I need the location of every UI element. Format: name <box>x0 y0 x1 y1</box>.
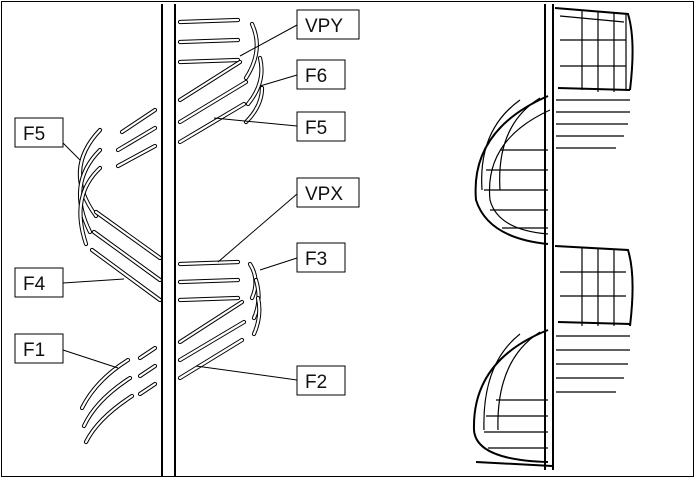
rail-segments-f4 <box>89 209 163 303</box>
rail-segments-f5-left-curve <box>77 127 103 247</box>
label-f5-right: F5 <box>296 111 346 142</box>
top-landing <box>554 7 634 92</box>
middle-landing <box>554 245 634 327</box>
rail-segments-f2 <box>137 299 247 397</box>
staircase-column <box>544 4 554 470</box>
central-column <box>161 4 176 476</box>
label-f4: F4 <box>14 267 64 298</box>
upper-helix-treads <box>474 95 630 245</box>
rail-segments-f5-upper <box>115 59 249 169</box>
rail-segments-vpy <box>177 17 241 65</box>
label-vpy-text: VPY <box>305 16 343 37</box>
label-f1: F1 <box>14 333 64 364</box>
label-vpx-text: VPX <box>305 184 343 205</box>
label-f5-left-text: F5 <box>23 124 45 145</box>
label-f5-left: F5 <box>14 117 64 148</box>
rail-segments-f1 <box>79 357 135 445</box>
lower-helix-treads <box>472 329 630 467</box>
rail-segments-vpx <box>177 259 241 303</box>
rail-segments-f3 <box>247 261 262 337</box>
rail-segments-f6 <box>243 21 265 125</box>
label-f2-text: F2 <box>305 372 327 393</box>
label-vpy: VPY <box>296 9 360 40</box>
label-f3-text: F3 <box>305 249 327 270</box>
label-f5-right-text: F5 <box>305 118 327 139</box>
label-f2: F2 <box>296 365 346 396</box>
label-f6-text: F6 <box>305 66 327 87</box>
label-f4-text: F4 <box>23 274 46 295</box>
label-f1-text: F1 <box>23 340 45 361</box>
label-f6: F6 <box>296 59 346 90</box>
label-f3: F3 <box>296 242 346 273</box>
leader-lines <box>52 24 298 381</box>
label-vpx: VPX <box>296 177 360 208</box>
